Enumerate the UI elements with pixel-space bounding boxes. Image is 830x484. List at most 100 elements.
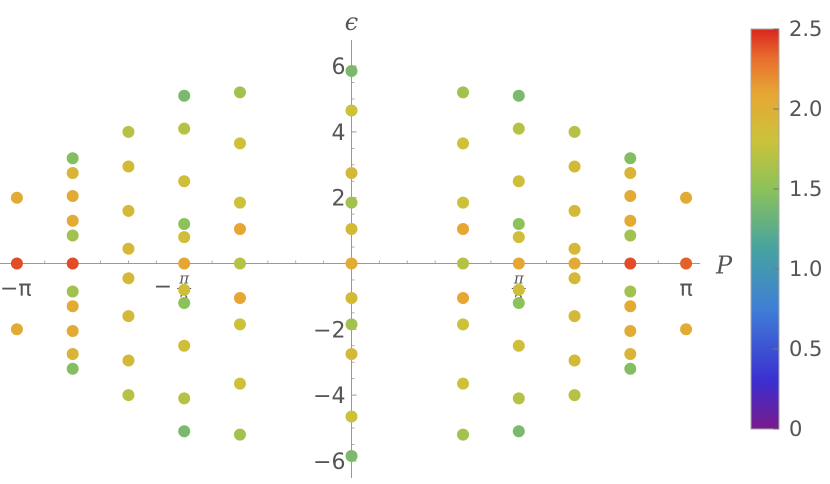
data-point (66, 167, 79, 180)
colorbar-tick-label: 2.0 (789, 97, 822, 121)
data-point (345, 222, 358, 235)
data-point (178, 218, 191, 231)
data-point (345, 449, 358, 462)
data-point (624, 324, 637, 337)
data-point (624, 190, 637, 203)
data-point (233, 86, 246, 99)
data-point (178, 425, 191, 438)
data-point (457, 257, 470, 270)
data-point (66, 257, 79, 270)
data-point (568, 204, 581, 217)
data-point (233, 292, 246, 305)
y-tick-label: 6 (332, 55, 346, 80)
data-point (624, 214, 637, 227)
data-point (680, 191, 693, 204)
data-point (10, 257, 23, 270)
data-points (10, 65, 693, 462)
y-tick-label: −4 (313, 384, 345, 409)
data-point (624, 229, 637, 242)
data-point (624, 152, 637, 165)
data-point (624, 285, 637, 298)
data-point (512, 283, 525, 296)
data-point (624, 167, 637, 180)
y-tick-label: −2 (313, 318, 345, 343)
data-point (233, 137, 246, 150)
data-point (66, 300, 79, 313)
data-point (345, 196, 358, 209)
data-point (345, 347, 358, 360)
data-point (512, 122, 525, 135)
data-point (512, 392, 525, 405)
data-point (512, 231, 525, 244)
data-point (233, 318, 246, 331)
data-point (66, 347, 79, 360)
data-point (122, 204, 135, 217)
data-point (178, 392, 191, 405)
data-point (66, 190, 79, 203)
data-point (457, 292, 470, 305)
data-point (345, 104, 358, 117)
x-tick-label: −π (0, 277, 32, 302)
data-point (122, 125, 135, 138)
data-point (457, 137, 470, 150)
data-point (178, 257, 191, 270)
data-point (122, 389, 135, 402)
data-point (66, 362, 79, 375)
colorbar-tick-label: 0 (789, 417, 802, 441)
data-point (512, 425, 525, 438)
data-point (568, 160, 581, 173)
data-point (568, 310, 581, 323)
y-tick-label: 2 (332, 187, 346, 212)
data-point (624, 362, 637, 375)
data-point (568, 242, 581, 255)
data-point (568, 257, 581, 270)
data-point (568, 354, 581, 367)
x-axis-label: P (715, 252, 733, 280)
data-point (66, 229, 79, 242)
data-point (122, 242, 135, 255)
data-point (178, 296, 191, 309)
y-tick-label: 4 (332, 121, 346, 146)
data-point (178, 231, 191, 244)
x-tick-numerator: π (513, 270, 525, 288)
data-point (345, 65, 358, 78)
data-point (10, 191, 23, 204)
data-point (512, 89, 525, 102)
data-point (512, 257, 525, 270)
data-point (457, 222, 470, 235)
data-point (568, 125, 581, 138)
data-point (178, 175, 191, 188)
colorbar-gradient (750, 28, 780, 430)
data-point (66, 285, 79, 298)
colorbar-tick-label: 1.5 (789, 177, 822, 201)
data-point (345, 292, 358, 305)
data-point (568, 389, 581, 402)
data-point (122, 272, 135, 285)
data-point (122, 354, 135, 367)
data-point (122, 310, 135, 323)
data-point (233, 428, 246, 441)
data-point (233, 377, 246, 390)
data-point (457, 377, 470, 390)
data-point (624, 257, 637, 270)
data-point (568, 272, 581, 285)
data-point (457, 318, 470, 331)
data-point (345, 410, 358, 423)
data-point (624, 300, 637, 313)
data-point (66, 214, 79, 227)
data-point (345, 167, 358, 180)
x-tick-sign: − (154, 275, 172, 300)
data-point (624, 347, 637, 360)
y-axis-label: ϵ (345, 8, 358, 36)
data-point (680, 257, 693, 270)
data-point (512, 175, 525, 188)
colorbar-tick-label: 0.5 (789, 337, 822, 361)
data-point (233, 257, 246, 270)
data-point (512, 339, 525, 352)
colorbar-tick-label: 1.0 (789, 257, 822, 281)
data-point (457, 86, 470, 99)
data-point (178, 122, 191, 135)
data-point (512, 296, 525, 309)
